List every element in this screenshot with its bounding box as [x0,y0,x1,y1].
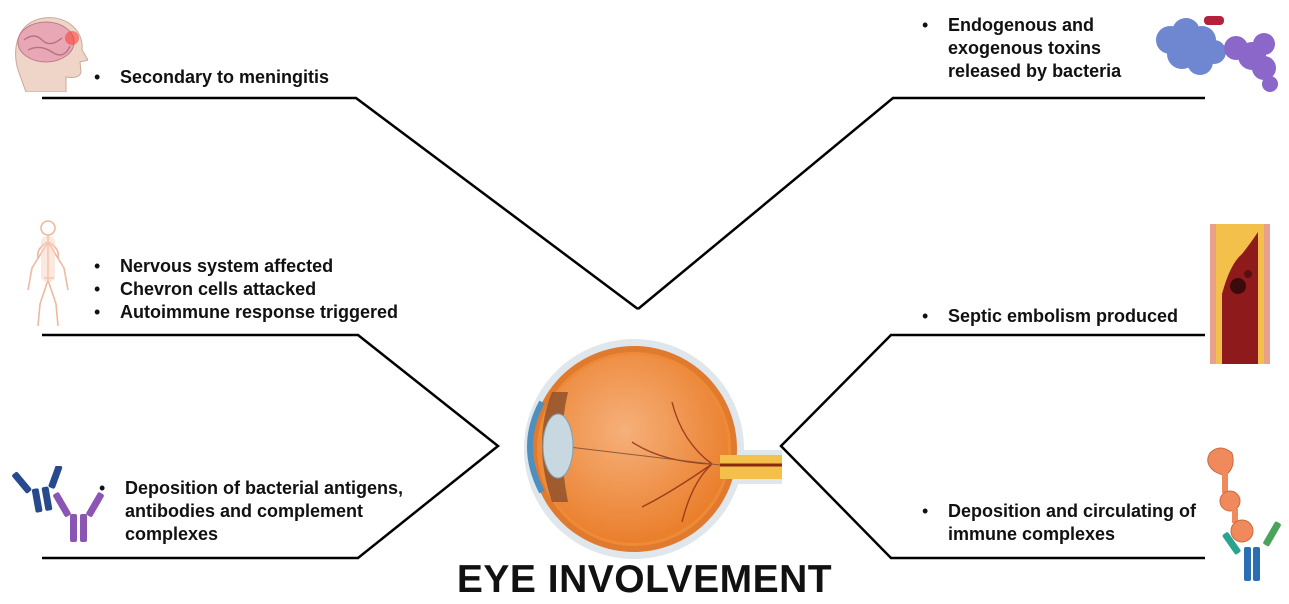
connector-top-right [638,98,1205,309]
bottom-right-item-1: Deposition and circulating of immune comp… [920,500,1196,546]
mid-left-item-2: Chevron cells attacked [92,278,398,301]
top-left-text: Secondary to meningitis [92,66,329,89]
top-right-line-3: released by bacteria [948,61,1121,81]
top-right-item-1: Endogenous and exogenous toxins released b… [920,14,1121,83]
toxin-protein-icon [1152,10,1282,94]
bottom-left-line-3: complexes [125,524,218,544]
bottom-right-line-1: Deposition and circulating of [948,501,1196,521]
bottom-left-item-1: Deposition of bacterial antigens, antibod… [97,477,403,546]
mid-left-item-1: Nervous system affected [92,255,398,278]
bottom-right-line-2: immune complexes [948,524,1115,544]
eye-anatomy-icon [512,332,782,562]
blood-vessel-embolism-icon [1208,224,1274,364]
top-right-line-1: Endogenous and [948,15,1094,35]
nervous-system-icon [22,218,74,328]
top-right-text: Endogenous and exogenous toxins released b… [920,14,1121,83]
mid-right-item-1: Septic embolism produced [920,305,1178,328]
bottom-left-text: Deposition of bacterial antigens, antibod… [97,477,403,546]
brain-head-icon [8,10,88,92]
mid-left-item-3: Autoimmune response triggered [92,301,398,324]
bottom-left-line-2: antibodies and complement [125,501,363,521]
bottom-right-text: Deposition and circulating of immune comp… [920,500,1196,546]
mid-right-text: Septic embolism produced [920,305,1178,328]
diagram-title: EYE INVOLVEMENT [0,558,1289,602]
bottom-left-line-1: Deposition of bacterial antigens, [125,478,403,498]
antibodies-icon [8,466,108,546]
top-left-item-1: Secondary to meningitis [92,66,329,89]
mid-left-text: Nervous system affected Chevron cells at… [92,255,398,324]
top-right-line-2: exogenous toxins [948,38,1101,58]
